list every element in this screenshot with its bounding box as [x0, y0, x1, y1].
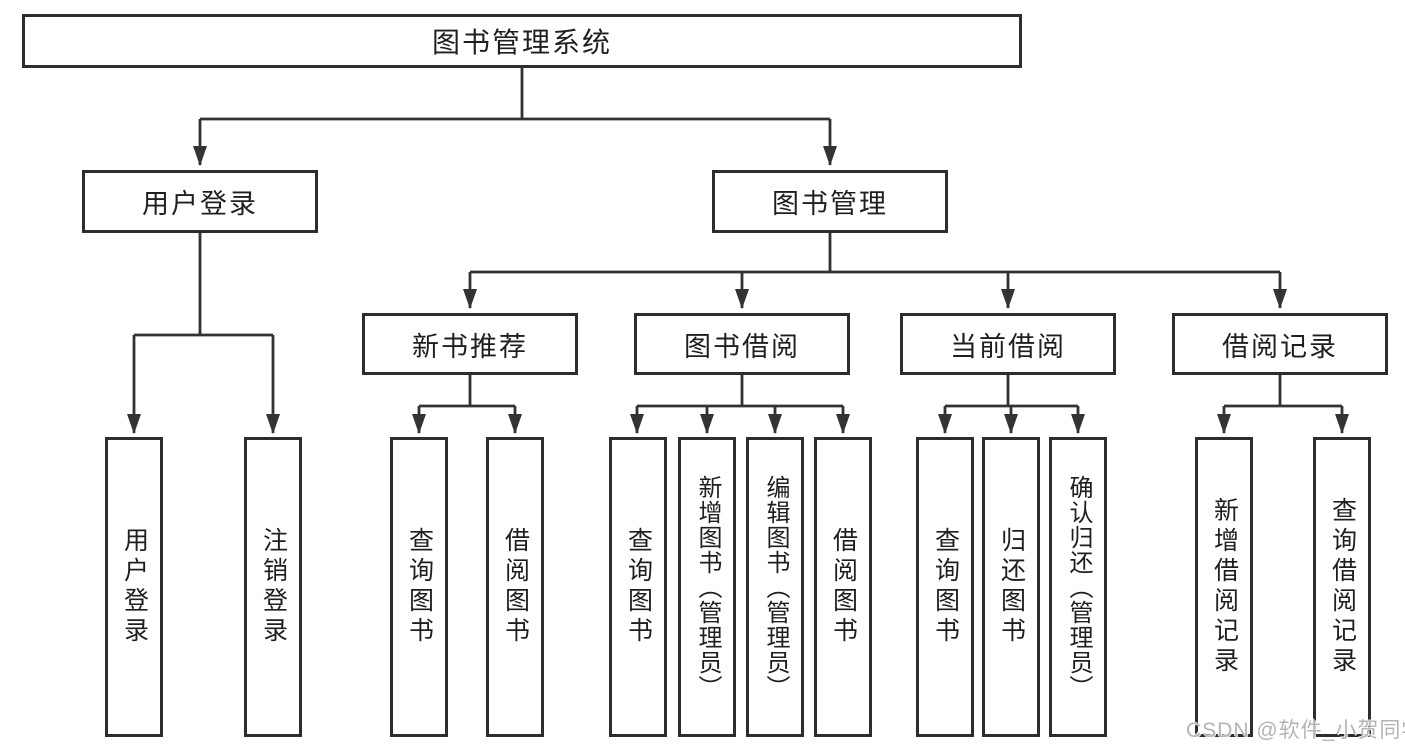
leaf-user-login: 用户登录 — [105, 437, 163, 737]
leaf-bb-add-book-admin-label: 新增图书（管理员） — [694, 474, 721, 700]
node-book-mgmt: 图书管理 — [712, 170, 948, 233]
leaf-bb-query-books-label: 查询图书 — [624, 527, 653, 647]
leaf-logout: 注销登录 — [244, 437, 302, 737]
leaf-br-query-record-label: 查询借阅记录 — [1328, 497, 1357, 677]
leaf-nbr-borrow-books-label: 借阅图书 — [501, 527, 530, 647]
leaf-bb-borrow-books: 借阅图书 — [814, 437, 872, 737]
leaf-cb-confirm-return-admin-label: 确认归还（管理员） — [1065, 474, 1092, 700]
node-book-borrow: 图书借阅 — [634, 313, 850, 375]
leaf-nbr-query-books-label: 查询图书 — [405, 527, 434, 647]
leaf-nbr-borrow-books: 借阅图书 — [486, 437, 544, 737]
leaf-cb-confirm-return-admin: 确认归还（管理员） — [1049, 437, 1107, 737]
leaf-cb-return-books: 归还图书 — [982, 437, 1040, 737]
node-user-login: 用户登录 — [82, 170, 318, 233]
leaf-cb-return-books-label: 归还图书 — [997, 527, 1026, 647]
node-root: 图书管理系统 — [22, 14, 1022, 68]
node-current-borrow: 当前借阅 — [900, 313, 1116, 375]
leaf-bb-edit-book-admin-label: 编辑图书（管理员） — [762, 474, 789, 700]
node-new-book-recommend: 新书推荐 — [362, 313, 578, 375]
leaf-bb-query-books: 查询图书 — [609, 437, 667, 737]
leaf-bb-edit-book-admin: 编辑图书（管理员） — [746, 437, 804, 737]
leaf-nbr-query-books: 查询图书 — [390, 437, 448, 737]
leaf-br-add-record-label: 新增借阅记录 — [1210, 497, 1239, 677]
leaf-bb-borrow-books-label: 借阅图书 — [829, 527, 858, 647]
leaf-bb-add-book-admin: 新增图书（管理员） — [678, 437, 736, 737]
leaf-cb-query-books-label: 查询图书 — [931, 527, 960, 647]
leaf-br-add-record: 新增借阅记录 — [1195, 437, 1253, 737]
leaf-user-login-label: 用户登录 — [120, 527, 149, 647]
leaf-logout-label: 注销登录 — [259, 527, 288, 647]
leaf-br-query-record: 查询借阅记录 — [1313, 437, 1371, 737]
node-borrow-records: 借阅记录 — [1172, 313, 1388, 375]
csdn-watermark: CSDN @软件_小贺同学 — [1186, 719, 1405, 742]
leaf-cb-query-books: 查询图书 — [916, 437, 974, 737]
